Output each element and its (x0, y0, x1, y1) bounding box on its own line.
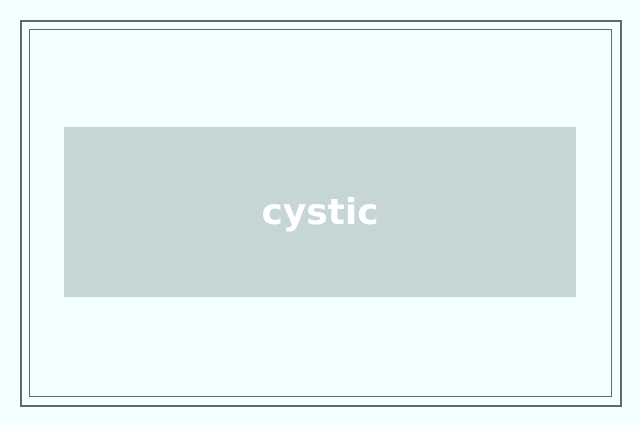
banner-word: cystic (261, 191, 379, 233)
inner-frame-border (29, 29, 612, 397)
word-banner: cystic (64, 127, 576, 297)
outer-frame-border (20, 20, 622, 407)
